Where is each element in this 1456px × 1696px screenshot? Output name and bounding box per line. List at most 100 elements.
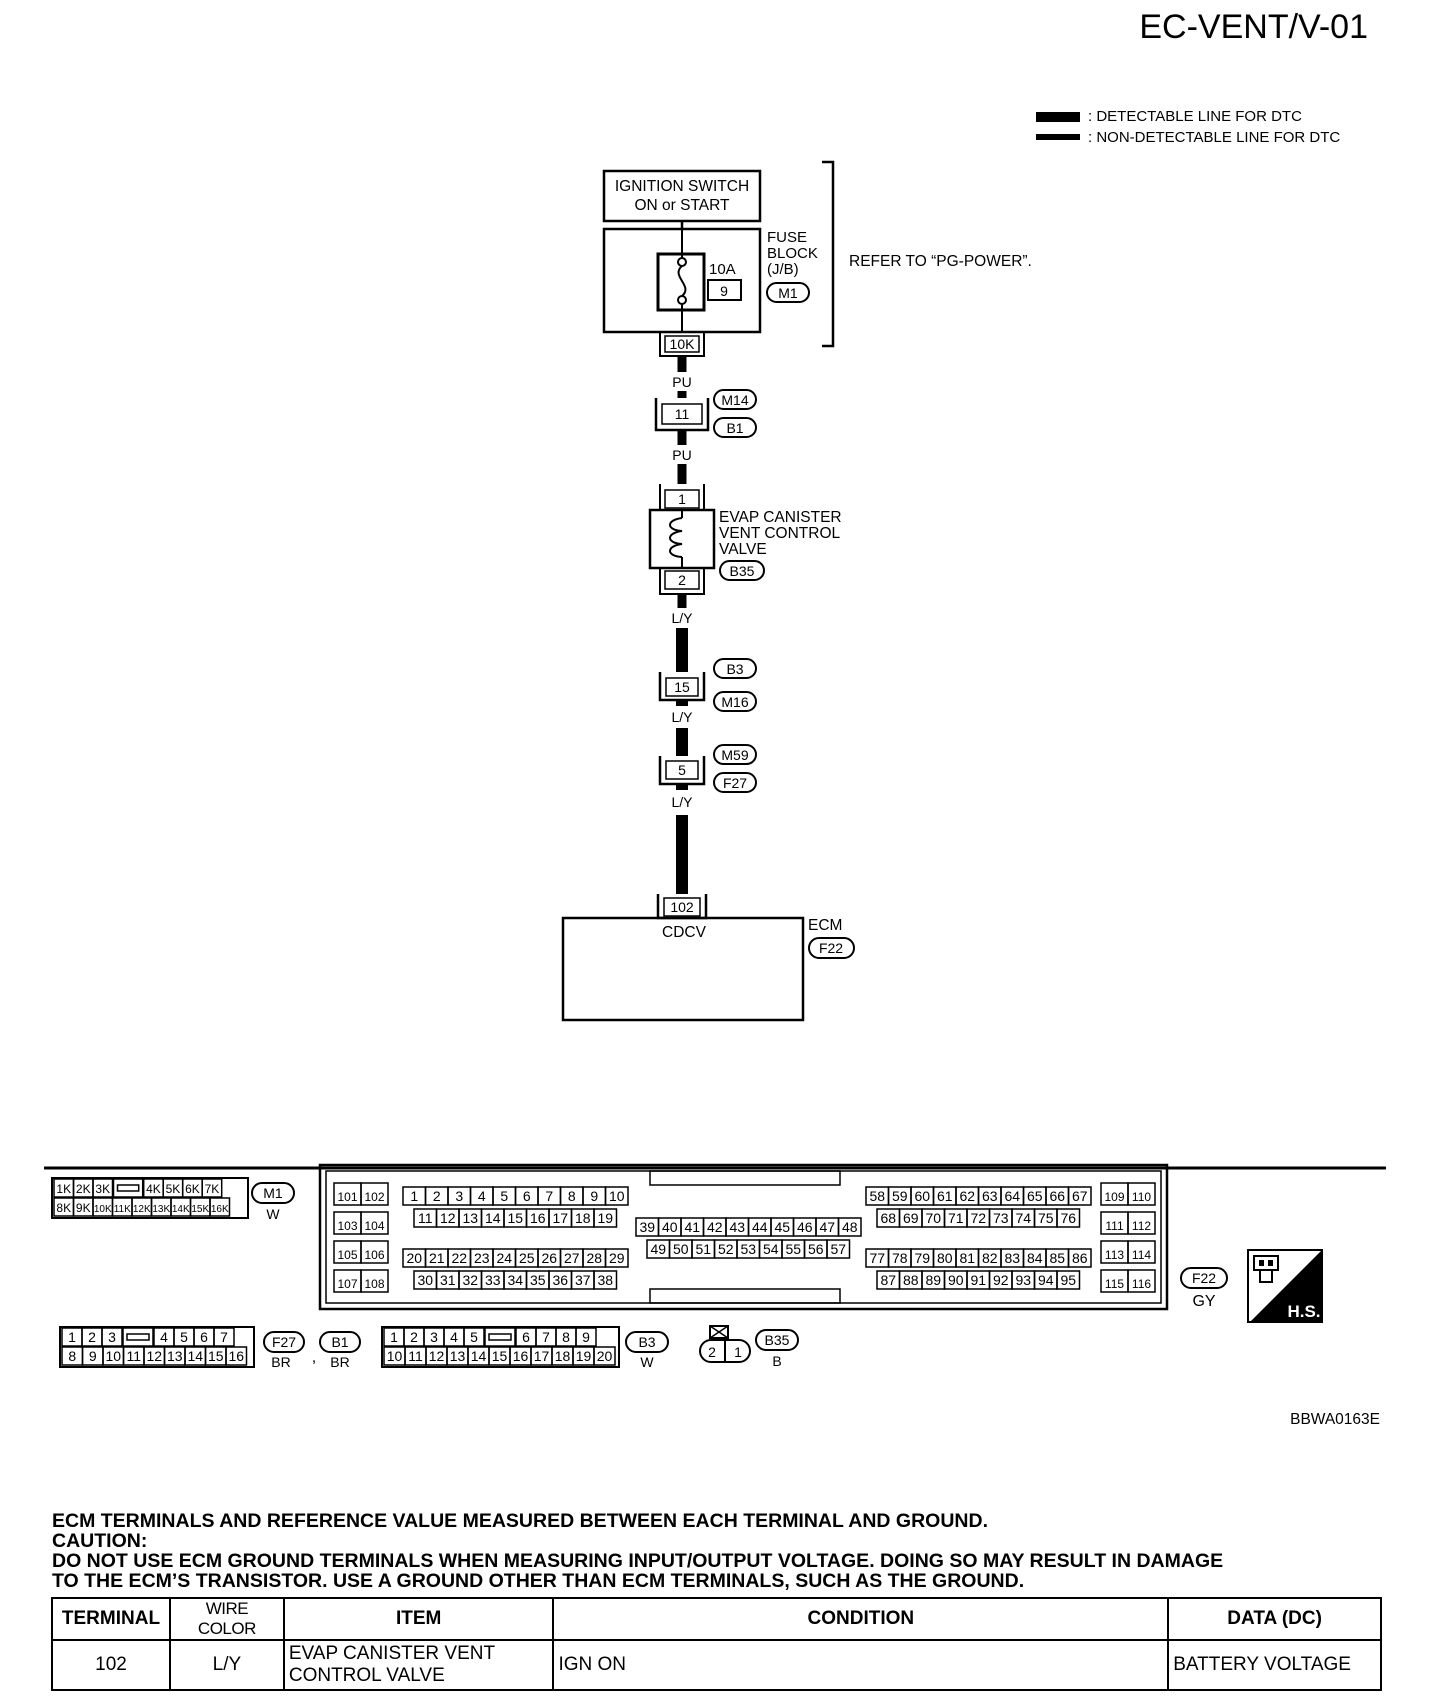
f22-pin [837, 1217, 862, 1237]
f22-pin-label: 17 [552, 1210, 568, 1226]
f22-pin-label: 56 [808, 1241, 824, 1257]
joint1-terminal-label: 11 [675, 406, 690, 422]
f22-right-pin [1127, 1240, 1156, 1264]
m1-pin-label: 7K [205, 1182, 220, 1196]
b3-pin [463, 1327, 485, 1347]
f22-right-pin [1127, 1211, 1156, 1235]
f27-pin-label: 16 [228, 1348, 244, 1364]
f22-pin-label: 30 [417, 1272, 433, 1288]
b1-connector-color: BR [330, 1354, 349, 1370]
solenoid-coil-icon [669, 517, 683, 558]
joint2-terminal-label: 15 [674, 679, 690, 695]
f22-pin-label: 45 [774, 1219, 790, 1235]
f27-pin-label: 11 [126, 1348, 141, 1364]
m1-pin [209, 1197, 231, 1217]
b3-pin-label: 18 [555, 1348, 571, 1364]
f22-pin-label: 49 [650, 1241, 666, 1257]
fuse-terminal-label: 10K [670, 336, 696, 352]
ecm-unit: 102 CDCV ECM F22 [561, 894, 855, 1022]
f27-connector-badge [263, 1331, 305, 1353]
f22-pin-label: 43 [729, 1219, 745, 1235]
refer-note: REFER TO “PG-POWER”. [849, 253, 1032, 270]
m1-pin-label: 4K [146, 1182, 161, 1196]
f22-right-pin-label: 111 [1105, 1219, 1124, 1233]
joint-connector-15: 15 B3 M16 [658, 658, 757, 712]
f22-pin-label: 47 [819, 1219, 835, 1235]
joint3-connector-a: M59 [721, 747, 748, 763]
f22-pin [593, 1208, 618, 1228]
joint3-terminal-label: 5 [678, 762, 686, 778]
f27-pin-label: 10 [105, 1348, 121, 1364]
f22-pin-label: 16 [530, 1210, 546, 1226]
non-detectable-line-swatch [1036, 134, 1080, 140]
f27-connector-id: F27 [272, 1334, 296, 1350]
ignition-switch-label: IGNITION SWITCH [615, 178, 749, 195]
joint2-connector-a: B3 [726, 661, 743, 677]
m1-pin-label: 2K [76, 1182, 91, 1196]
harness-side-symbol: H.S. [1247, 1249, 1323, 1323]
f22-pin-label: 83 [1004, 1250, 1020, 1266]
table-row: 102 L/Y EVAP CANISTER VENT CONTROL VALVE… [51, 1639, 1382, 1691]
f22-pin-label: 26 [541, 1250, 557, 1266]
b3-pin [575, 1327, 597, 1347]
wire-color-pu-lower: PU [672, 447, 691, 463]
f22-pin-label: 27 [564, 1250, 580, 1266]
f22-pin-label: 79 [914, 1250, 930, 1266]
valve-label-line1: EVAP CANISTER [719, 509, 842, 526]
f22-pin-label: 69 [903, 1210, 919, 1226]
f22-pin-label: 64 [1004, 1188, 1020, 1204]
f22-pin-label: 36 [552, 1272, 568, 1288]
fuse-rating-label: 10A [709, 261, 736, 278]
f22-pin-label: 70 [925, 1210, 941, 1226]
f22-right-pin-label: 110 [1132, 1190, 1151, 1204]
joint-connector-5: 5 M59 F27 [658, 744, 757, 793]
f22-pin-label: 61 [937, 1188, 953, 1204]
caution-label: CAUTION: [52, 1530, 148, 1552]
header-data: DATA (DC) [1167, 1597, 1382, 1641]
valve-terminal-1: 1 [678, 491, 686, 507]
f22-pin-label: 94 [1038, 1272, 1054, 1288]
m1-pin-label: 15K [191, 1204, 209, 1215]
cell-wire-color: L/Y [168, 1639, 285, 1691]
m1-pin-label: 1K [56, 1182, 71, 1196]
f22-pin-label: 42 [707, 1219, 723, 1235]
b3-pin-label: 10 [387, 1348, 403, 1364]
connector-plug-icon [1253, 1255, 1279, 1283]
joint1-connector-b: B1 [726, 420, 743, 436]
f22-pin-label: 57 [830, 1241, 846, 1257]
f22-pin-label: 81 [959, 1250, 975, 1266]
f22-pin-label: 85 [1049, 1250, 1065, 1266]
f22-pin-label: 93 [1015, 1272, 1031, 1288]
cell-item-line1: EVAP CANISTER VENT [288, 1643, 496, 1664]
f22-right-pin-label: 115 [1105, 1277, 1124, 1291]
cell-terminal: 102 [51, 1639, 171, 1691]
f22-pin-label: 72 [970, 1210, 986, 1226]
m1-connector-id: M1 [263, 1185, 283, 1201]
valve-label-line3: VALVE [719, 541, 767, 558]
b3-pin-label: 7 [542, 1329, 550, 1345]
f22-pin-label: 78 [892, 1250, 908, 1266]
valve-label-line2: VENT CONTROL [719, 525, 841, 542]
f27-pin-label: 3 [108, 1329, 116, 1345]
b3-pin-label: 4 [450, 1329, 458, 1345]
f22-pin [604, 1186, 629, 1206]
f22-left-pin-label: 103 [337, 1219, 357, 1233]
f22-pin [593, 1270, 618, 1290]
b3-pin-label: 2 [410, 1329, 418, 1345]
fuse-block-label-line2: BLOCK [767, 245, 818, 262]
ecm-connector-id: F22 [819, 940, 843, 956]
detectable-line-swatch [1036, 112, 1080, 122]
b3-pin-label: 14 [471, 1348, 487, 1364]
f22-connector-color: GY [1192, 1293, 1215, 1310]
f22-pin-label: 71 [948, 1210, 964, 1226]
f27-pin-label: 5 [180, 1329, 188, 1345]
m1-pin-label: 8K [56, 1201, 71, 1215]
caution-text-line1: DO NOT USE ECM GROUND TERMINALS WHEN MEA… [52, 1550, 1224, 1572]
f22-pin-label: 1 [410, 1188, 418, 1204]
m1-pin-label: 14K [172, 1204, 190, 1215]
f22-pin-label: 87 [880, 1272, 896, 1288]
f22-pin-label: 35 [530, 1272, 546, 1288]
connector-key-slot [112, 1178, 144, 1198]
b3-pin-label: 13 [450, 1348, 466, 1364]
m1-pin [201, 1178, 223, 1198]
